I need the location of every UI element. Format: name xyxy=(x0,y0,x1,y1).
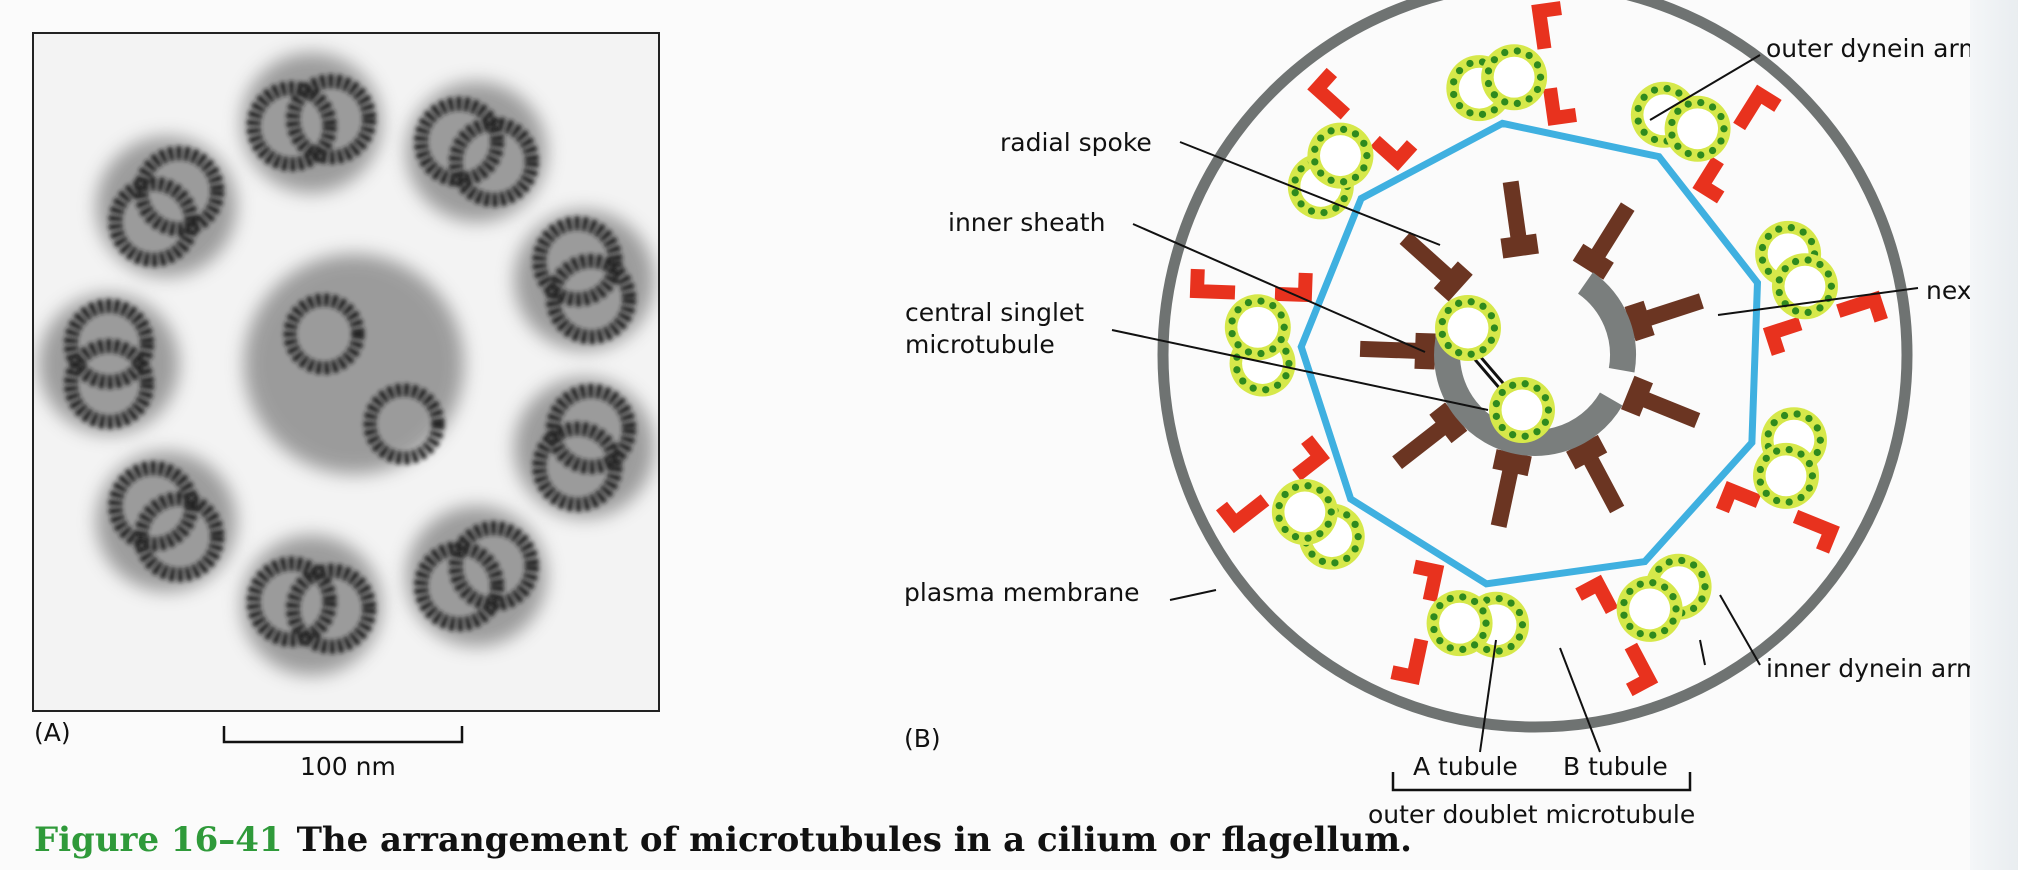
radial-spoke xyxy=(1572,202,1635,280)
outer-doublet xyxy=(1287,122,1374,220)
outer-doublet xyxy=(1426,590,1530,658)
b-tubule xyxy=(1307,122,1374,189)
radial-spoke xyxy=(1620,375,1701,428)
radial-spoke xyxy=(1566,434,1625,514)
radial-spoke xyxy=(1500,180,1539,259)
label-plasma-membrane: plasma membrane xyxy=(904,578,1140,607)
page-edge xyxy=(1970,0,2018,870)
nexin-links xyxy=(1297,119,1762,588)
leader-line xyxy=(1111,329,1489,411)
label-outer-doublet: outer doublet microtubule xyxy=(1368,800,1696,829)
micrograph-tubule xyxy=(448,116,539,207)
figure-title: The arrangement of microtubules in a cil… xyxy=(296,820,1412,860)
label-inner-sheath: inner sheath xyxy=(948,208,1106,237)
central-singlet-microtubule xyxy=(1435,295,1501,361)
outer-doublet xyxy=(1753,407,1827,509)
micrograph-tubule xyxy=(532,421,623,512)
micrograph-tubule xyxy=(108,176,199,267)
label-radial-spoke: radial spoke xyxy=(1000,128,1152,157)
outer-doublet xyxy=(1446,44,1548,122)
dynein-arm xyxy=(1216,435,1330,534)
leader-line xyxy=(1132,223,1426,353)
leader-line xyxy=(1699,639,1706,666)
scale-bar-label: 100 nm xyxy=(300,752,396,781)
dynein-arm xyxy=(1531,1,1577,126)
dynein-arm xyxy=(1762,290,1888,356)
micrograph-tubule xyxy=(108,461,199,552)
micrograph-tubule xyxy=(246,556,337,647)
leader-line xyxy=(1169,589,1217,601)
micrograph-tubule xyxy=(546,384,637,475)
dynein-arm xyxy=(1307,67,1418,172)
radial-spoke xyxy=(1399,231,1473,302)
b-tubule xyxy=(1771,253,1838,320)
b-tubule xyxy=(1753,442,1820,509)
micrograph-tubule xyxy=(546,253,637,344)
leader-line xyxy=(1719,594,1761,666)
b-tubule xyxy=(1271,478,1338,545)
radial-spoke xyxy=(1392,402,1468,470)
outer-doublet xyxy=(1224,294,1296,397)
outer-doublet xyxy=(1755,220,1838,320)
figure-caption: Figure 16–41 The arrangement of microtubu… xyxy=(34,820,1412,860)
leader-line xyxy=(1717,287,1919,316)
b-tubule xyxy=(1616,575,1683,642)
micrograph-tubule xyxy=(286,563,377,654)
micrograph-tubule xyxy=(134,146,225,237)
micrograph-tubule xyxy=(246,81,337,172)
outer-doublet xyxy=(1271,478,1365,570)
leader-line xyxy=(1179,141,1441,246)
outer-doublet xyxy=(1630,81,1731,162)
radial-spoke xyxy=(1490,449,1532,528)
micrograph-tubule xyxy=(134,491,225,582)
micrograph-tubule xyxy=(64,299,154,389)
electron-micrograph xyxy=(32,32,660,712)
label-central-singlet: central singlet xyxy=(905,298,1085,327)
leader-line xyxy=(1649,54,1761,121)
b-tubule xyxy=(1664,95,1731,162)
micrograph-central-tubule xyxy=(283,293,365,375)
label-inner-dynein-arm: inner dynein arm xyxy=(1766,654,1981,683)
label-b-tubule: B tubule xyxy=(1563,752,1668,781)
label-a-tubule: A tubule xyxy=(1413,752,1518,781)
micrograph-image xyxy=(34,34,658,710)
dynein-arm xyxy=(1575,574,1659,697)
dynein-arm xyxy=(1390,559,1445,686)
central-singlet-microtubule xyxy=(1489,377,1555,443)
outer-doublet xyxy=(1616,553,1712,642)
figure-number: Figure 16–41 xyxy=(34,820,283,860)
radial-spoke xyxy=(1624,293,1704,342)
b-tubule xyxy=(1481,44,1548,111)
b-tubule xyxy=(1224,294,1291,361)
dynein-arm xyxy=(1189,268,1313,303)
label-outer-dynein-arm: outer dynein arm xyxy=(1766,34,1983,63)
micrograph-tubule xyxy=(286,74,377,165)
micrograph-tubule xyxy=(414,541,505,632)
dynein-arm xyxy=(1715,481,1840,554)
micrograph-tubule xyxy=(64,339,154,429)
panel-b-label: (B) xyxy=(904,724,941,753)
leader-line xyxy=(1559,647,1601,753)
plasma-membrane-ring xyxy=(1157,0,1913,733)
label-central-singlet-2: microtubule xyxy=(905,330,1055,359)
micrograph-central-tubule xyxy=(363,383,445,465)
b-tubule xyxy=(1426,590,1493,657)
panel-a-label: (A) xyxy=(34,718,71,747)
leader-line xyxy=(1479,639,1497,753)
dynein-arm xyxy=(1692,84,1782,204)
